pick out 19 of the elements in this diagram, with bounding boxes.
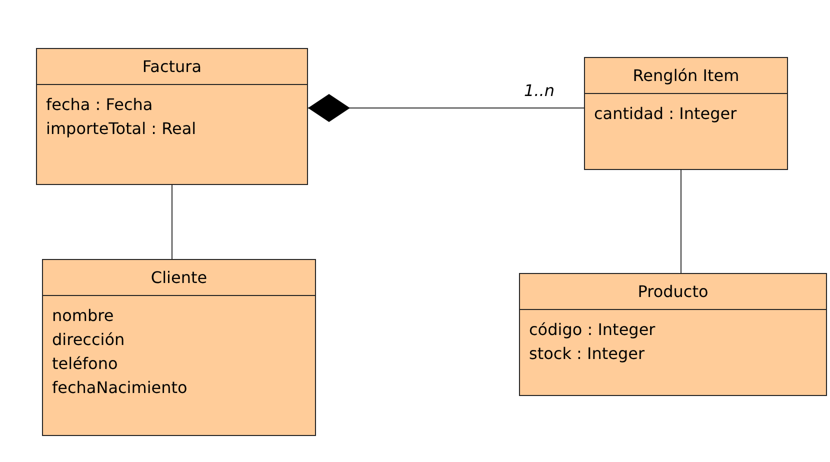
- class-name: Producto: [638, 282, 708, 301]
- uml-class-box: [42, 259, 316, 436]
- attribute-text: stock : Integer: [529, 343, 645, 365]
- association-line: [680, 170, 682, 274]
- attribute-text: importeTotal : Real: [46, 118, 196, 140]
- class-name: Cliente: [150, 268, 208, 287]
- attribute-text: código : Integer: [529, 319, 656, 341]
- composition-line: [308, 94, 584, 122]
- attribute-text: dirección: [52, 329, 125, 351]
- class-name: Factura: [142, 57, 202, 76]
- attribute-text: cantidad : Integer: [594, 103, 737, 125]
- class-name: Renglón Item: [632, 66, 740, 85]
- attribute-text: fecha : Fecha: [46, 94, 153, 116]
- uml-class-box: [584, 57, 788, 170]
- attribute-text: fechaNacimiento: [52, 377, 188, 399]
- attribute-text: teléfono: [52, 353, 118, 375]
- attribute-text: nombre: [52, 305, 114, 327]
- uml-class-box: [36, 48, 308, 185]
- uml-class-box: [519, 273, 827, 396]
